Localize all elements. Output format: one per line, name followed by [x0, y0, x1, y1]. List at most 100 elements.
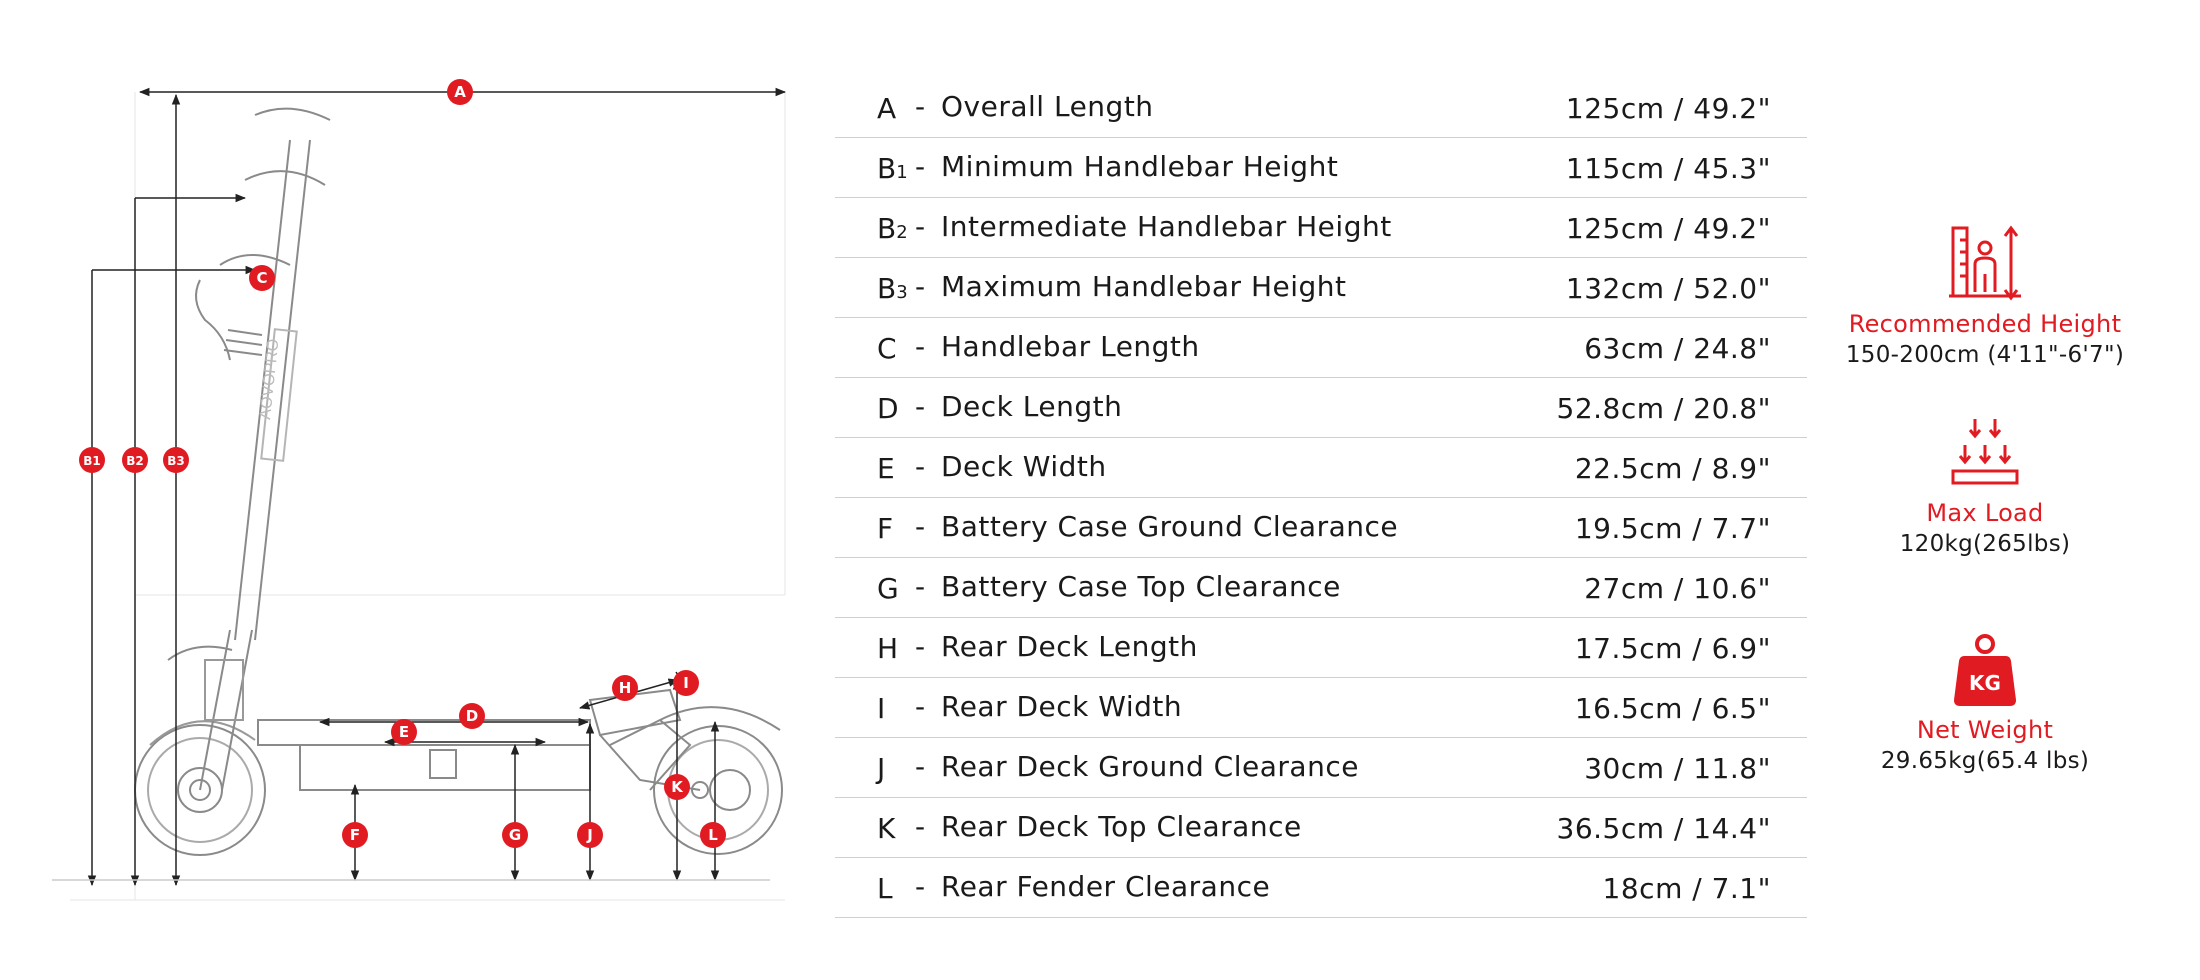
spec-label: Intermediate Handlebar Height [941, 210, 1392, 243]
marker-l: L [700, 822, 726, 848]
spec-label: Overall Length [941, 90, 1154, 123]
spec-value: 36.5cm / 14.4" [1556, 812, 1771, 845]
spec-dash: - [915, 330, 926, 363]
stem-brand-text: AOVOPRO [257, 338, 282, 420]
stat-max-load: Max Load 120kg(265lbs) [1820, 415, 2150, 557]
marker-g: G [502, 822, 528, 848]
spec-value: 16.5cm / 6.5" [1574, 692, 1771, 725]
marker-a: A [447, 79, 473, 105]
spec-dash: - [915, 510, 926, 543]
svg-text:B2: B2 [126, 454, 144, 468]
spec-dash: - [915, 630, 926, 663]
spec-value: 17.5cm / 6.9" [1574, 632, 1771, 665]
person-height-icon [1949, 225, 2021, 301]
spec-code: B2 [877, 212, 908, 245]
svg-text:B1: B1 [83, 454, 101, 468]
spec-dash: - [915, 750, 926, 783]
spec-row: F-Battery Case Ground Clearance 19.5cm / … [835, 498, 1807, 558]
marker-b2: B2 [122, 447, 148, 473]
spec-label: Minimum Handlebar Height [941, 150, 1339, 183]
stat-weight-value: 29.65kg(65.4 lbs) [1880, 748, 2090, 774]
spec-label: Rear Fender Clearance [941, 870, 1271, 903]
spec-code: B3 [877, 272, 908, 305]
svg-text:C: C [256, 269, 267, 287]
dimension-markers: A B1 B2 B3 C D E F G H I J K L [79, 79, 726, 848]
svg-text:E: E [399, 723, 409, 741]
svg-text:G: G [509, 826, 521, 844]
spec-dash: - [915, 570, 926, 603]
spec-code: H [877, 632, 899, 665]
spec-label: Rear Deck Ground Clearance [941, 750, 1359, 783]
spec-value: 125cm / 49.2" [1565, 212, 1771, 245]
svg-text:D: D [466, 707, 478, 725]
spec-row: G-Battery Case Top Clearance 27cm / 10.6" [835, 558, 1807, 618]
spec-row: E-Deck Width 22.5cm / 8.9" [835, 438, 1807, 498]
spec-label: Handlebar Length [941, 330, 1200, 363]
marker-k: K [664, 774, 690, 800]
spec-code: G [877, 572, 899, 605]
spec-row: C-Handlebar Length 63cm / 24.8" [835, 318, 1807, 378]
spec-dash: - [915, 90, 926, 123]
svg-text:H: H [619, 679, 632, 697]
spec-value: 19.5cm / 7.7" [1574, 512, 1771, 545]
spec-code: A [877, 92, 897, 125]
spec-value: 52.8cm / 20.8" [1556, 392, 1771, 425]
spec-value: 132cm / 52.0" [1565, 272, 1771, 305]
marker-h: H [612, 675, 638, 701]
stat-load-title: Max Load [1926, 499, 2044, 527]
spec-value: 22.5cm / 8.9" [1574, 452, 1771, 485]
spec-label: Battery Case Top Clearance [941, 570, 1341, 603]
spec-row: A-Overall Length 125cm / 49.2" [835, 78, 1807, 138]
svg-text:A: A [454, 83, 466, 101]
spec-code: D [877, 392, 899, 425]
spec-dash: - [915, 150, 926, 183]
marker-b1: B1 [79, 447, 105, 473]
spec-label: Battery Case Ground Clearance [941, 510, 1399, 543]
marker-b3: B3 [163, 447, 189, 473]
spec-label: Rear Deck Top Clearance [941, 810, 1302, 843]
stat-height-value: 150-200cm (4'11"-6'7") [1845, 342, 2125, 368]
spec-value: 63cm / 24.8" [1584, 332, 1771, 365]
svg-text:KG: KG [1969, 671, 2001, 695]
spec-value: 18cm / 7.1" [1602, 872, 1771, 905]
spec-value: 27cm / 10.6" [1584, 572, 1771, 605]
svg-text:L: L [708, 826, 718, 844]
spec-row: J-Rear Deck Ground Clearance 30cm / 11.8" [835, 738, 1807, 798]
marker-c: C [249, 265, 275, 291]
spec-code: C [877, 332, 897, 365]
spec-label: Maximum Handlebar Height [941, 270, 1347, 303]
svg-text:I: I [683, 674, 689, 692]
spec-value: 30cm / 11.8" [1584, 752, 1771, 785]
spec-value: 125cm / 49.2" [1565, 92, 1771, 125]
spec-dash: - [915, 270, 926, 303]
spec-dash: - [915, 450, 926, 483]
spec-code: J [877, 752, 886, 785]
weight-kg-icon: KG [1954, 634, 2016, 706]
spec-code: B1 [877, 152, 908, 185]
spec-label: Deck Length [941, 390, 1123, 423]
scooter-dimension-diagram: AOVOPRO A B1 B2 B3 C D E F G H I J K L [52, 79, 787, 901]
spec-code: E [877, 452, 895, 485]
marker-d: D [459, 703, 485, 729]
marker-e: E [391, 719, 417, 745]
stat-height-title: Recommended Height [1848, 310, 2122, 338]
spec-row: D-Deck Length 52.8cm / 20.8" [835, 378, 1807, 438]
spec-dash: - [915, 390, 926, 423]
stat-load-value: 120kg(265lbs) [1899, 531, 2071, 557]
spec-code: I [877, 692, 886, 725]
marker-f: F [342, 822, 368, 848]
spec-label: Deck Width [941, 450, 1107, 483]
stat-recommended-height: Recommended Height 150-200cm (4'11"-6'7"… [1820, 222, 2150, 368]
svg-text:J: J [586, 826, 593, 844]
stat-net-weight: KG Net Weight 29.65kg(65.4 lbs) [1820, 632, 2150, 774]
spec-code: F [877, 512, 894, 545]
svg-text:K: K [671, 778, 684, 796]
spec-code: K [877, 812, 896, 845]
